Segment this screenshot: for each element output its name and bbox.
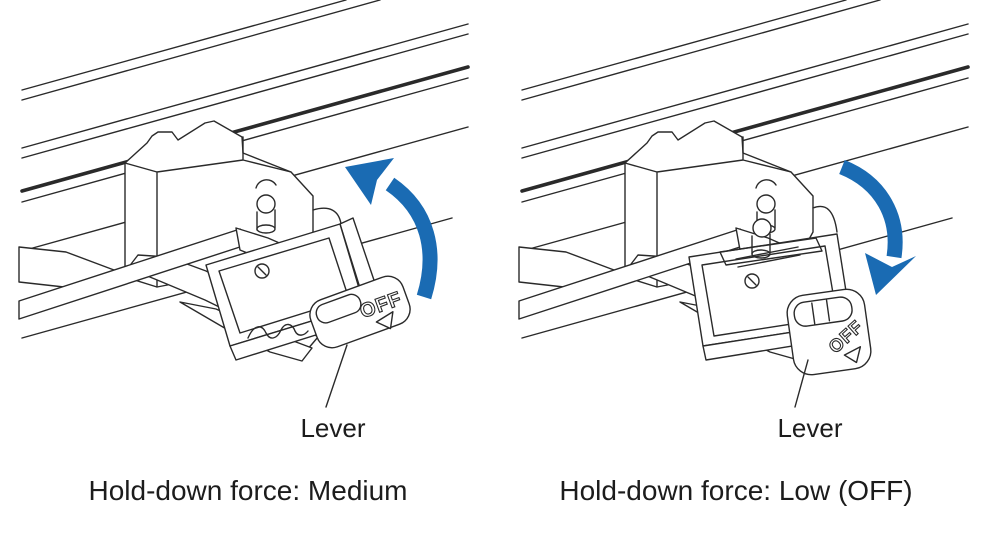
panel-hold-down-low-off: OFF Lever Hold-down force: Low (OFF) [500,0,1000,536]
lever-leader-line [325,344,348,408]
illustration-medium: OFF Lever Hold-down force: Medium [18,0,470,506]
panel-caption: Hold-down force: Low (OFF) [559,475,912,506]
illustration-low-off: OFF Lever Hold-down force: Low (OFF) [518,0,970,506]
panel-hold-down-medium: OFF Lever Hold-down force: Medium [18,0,470,506]
curved-rotate-up-arrow-icon [345,158,438,300]
panel-caption: Hold-down force: Medium [88,475,407,506]
lever-handle[interactable]: OFF [785,287,873,377]
lever-label: Lever [300,413,365,443]
curved-rotate-down-arrow-icon [838,160,916,295]
lever-label: Lever [777,413,842,443]
position-triangle-icon [843,346,862,364]
lever-handle[interactable]: OFF [305,272,415,353]
lever-leader-line [794,359,809,408]
position-triangle-icon [375,311,394,330]
